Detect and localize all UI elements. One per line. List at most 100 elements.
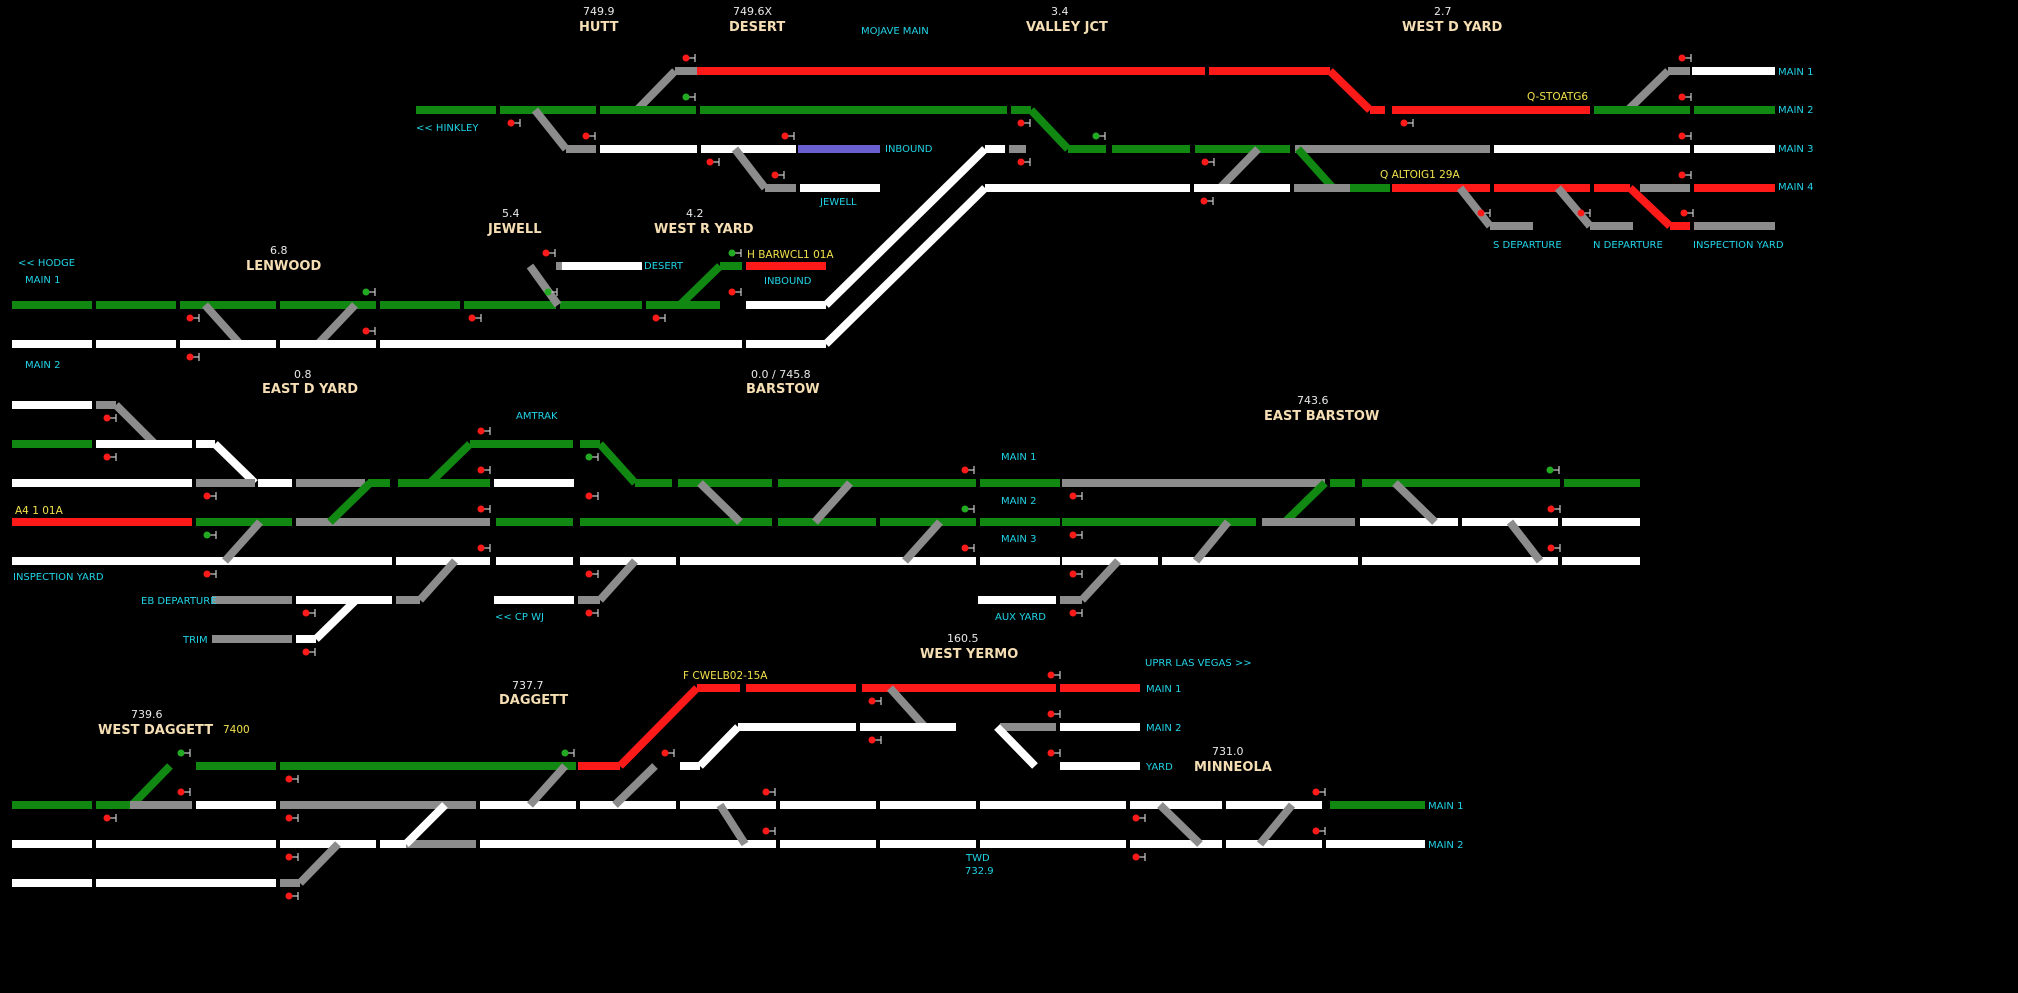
signal-icon[interactable]	[1092, 132, 1106, 140]
signal-icon[interactable]	[302, 609, 316, 617]
track-switch[interactable]	[1625, 68, 1671, 113]
signal-icon[interactable]	[1312, 788, 1326, 796]
signal-icon[interactable]	[771, 171, 785, 179]
track-label-uprr-las-vegas[interactable]: UPRR LAS VEGAS >>	[1145, 658, 1252, 669]
signal-icon[interactable]	[203, 570, 217, 578]
signal-icon[interactable]	[661, 749, 675, 757]
signal-icon[interactable]	[1047, 749, 1061, 757]
track-switch[interactable]	[994, 724, 1038, 769]
signal-icon[interactable]	[1577, 209, 1591, 217]
signal-icon[interactable]	[1678, 54, 1692, 62]
track-switch[interactable]	[1392, 480, 1438, 525]
track-switch[interactable]	[823, 146, 988, 308]
signal-icon[interactable]	[728, 288, 742, 296]
signal-icon[interactable]	[1547, 544, 1561, 552]
track-switch[interactable]	[531, 107, 570, 152]
track-switch[interactable]	[617, 685, 700, 769]
signal-icon[interactable]	[302, 648, 316, 656]
train-tag[interactable]: 7400	[223, 724, 250, 736]
track-switch[interactable]	[887, 685, 928, 730]
track-switch[interactable]	[1028, 107, 1071, 152]
signal-icon[interactable]	[362, 327, 376, 335]
track-switch[interactable]	[812, 480, 853, 525]
signal-icon[interactable]	[186, 353, 200, 361]
signal-icon[interactable]	[561, 749, 575, 757]
signal-icon[interactable]	[582, 132, 596, 140]
track-switch[interactable]	[1627, 185, 1673, 229]
track-switch[interactable]	[527, 763, 568, 808]
track-switch[interactable]	[1456, 185, 1494, 229]
signal-icon[interactable]	[585, 453, 599, 461]
signal-icon[interactable]	[186, 314, 200, 322]
signal-icon[interactable]	[542, 249, 556, 257]
track-switch[interactable]	[417, 558, 458, 603]
track-switch[interactable]	[313, 597, 359, 642]
signal-icon[interactable]	[1132, 853, 1146, 861]
track-switch[interactable]	[1256, 802, 1296, 847]
signal-icon[interactable]	[103, 453, 117, 461]
signal-icon[interactable]	[177, 788, 191, 796]
signal-icon[interactable]	[1047, 671, 1061, 679]
track-label-cp-wj[interactable]: << CP WJ	[495, 612, 544, 623]
signal-icon[interactable]	[1477, 209, 1491, 217]
track-switch[interactable]	[697, 724, 741, 769]
signal-icon[interactable]	[1132, 814, 1146, 822]
track-switch[interactable]	[677, 263, 723, 308]
signal-icon[interactable]	[1678, 171, 1692, 179]
signal-icon[interactable]	[1678, 132, 1692, 140]
signal-icon[interactable]	[961, 466, 975, 474]
track-switch[interactable]	[1157, 802, 1203, 847]
track-switch[interactable]	[1079, 558, 1121, 603]
track-switch[interactable]	[1282, 480, 1328, 525]
signal-icon[interactable]	[1547, 505, 1561, 513]
signal-icon[interactable]	[1546, 466, 1560, 474]
signal-icon[interactable]	[477, 427, 491, 435]
signal-icon[interactable]	[961, 505, 975, 513]
signal-icon[interactable]	[868, 736, 882, 744]
signal-icon[interactable]	[103, 814, 117, 822]
signal-icon[interactable]	[728, 249, 742, 257]
track-switch[interactable]	[1217, 146, 1261, 191]
signal-icon[interactable]	[1400, 119, 1414, 127]
signal-icon[interactable]	[1069, 570, 1083, 578]
track-label-hinkley[interactable]: << HINKLEY	[416, 123, 479, 134]
track-switch[interactable]	[129, 763, 173, 808]
track-switch[interactable]	[297, 841, 341, 886]
train-tag[interactable]: F CWELB02-15A	[683, 670, 768, 682]
signal-icon[interactable]	[1017, 158, 1031, 166]
signal-icon[interactable]	[762, 827, 776, 835]
track-switch[interactable]	[403, 802, 448, 847]
track-label-hodge[interactable]: << HODGE	[18, 258, 76, 269]
signal-icon[interactable]	[1069, 609, 1083, 617]
train-tag[interactable]: H BARWCL1 01A	[747, 249, 834, 261]
track-switch[interactable]	[1192, 519, 1232, 564]
signal-icon[interactable]	[362, 288, 376, 296]
signal-icon[interactable]	[682, 54, 696, 62]
signal-icon[interactable]	[285, 892, 299, 900]
track-switch[interactable]	[716, 802, 749, 847]
signal-icon[interactable]	[762, 788, 776, 796]
signal-icon[interactable]	[507, 119, 521, 127]
track-switch[interactable]	[597, 441, 638, 486]
signal-icon[interactable]	[1017, 119, 1031, 127]
signal-icon[interactable]	[868, 697, 882, 705]
signal-icon[interactable]	[477, 544, 491, 552]
signal-icon[interactable]	[285, 814, 299, 822]
track-switch[interactable]	[1554, 185, 1594, 229]
track-switch[interactable]	[212, 441, 258, 486]
track-switch[interactable]	[612, 763, 658, 808]
track-switch[interactable]	[823, 185, 988, 347]
signal-icon[interactable]	[285, 853, 299, 861]
track-switch[interactable]	[222, 519, 263, 564]
track-switch[interactable]	[731, 146, 769, 191]
signal-icon[interactable]	[177, 749, 191, 757]
track-switch[interactable]	[1506, 519, 1544, 564]
track-switch[interactable]	[1295, 146, 1336, 191]
signal-icon[interactable]	[781, 132, 795, 140]
track-switch[interactable]	[202, 302, 243, 347]
signal-icon[interactable]	[706, 158, 720, 166]
track-switch[interactable]	[634, 68, 678, 113]
signal-icon[interactable]	[468, 314, 482, 322]
signal-icon[interactable]	[961, 544, 975, 552]
